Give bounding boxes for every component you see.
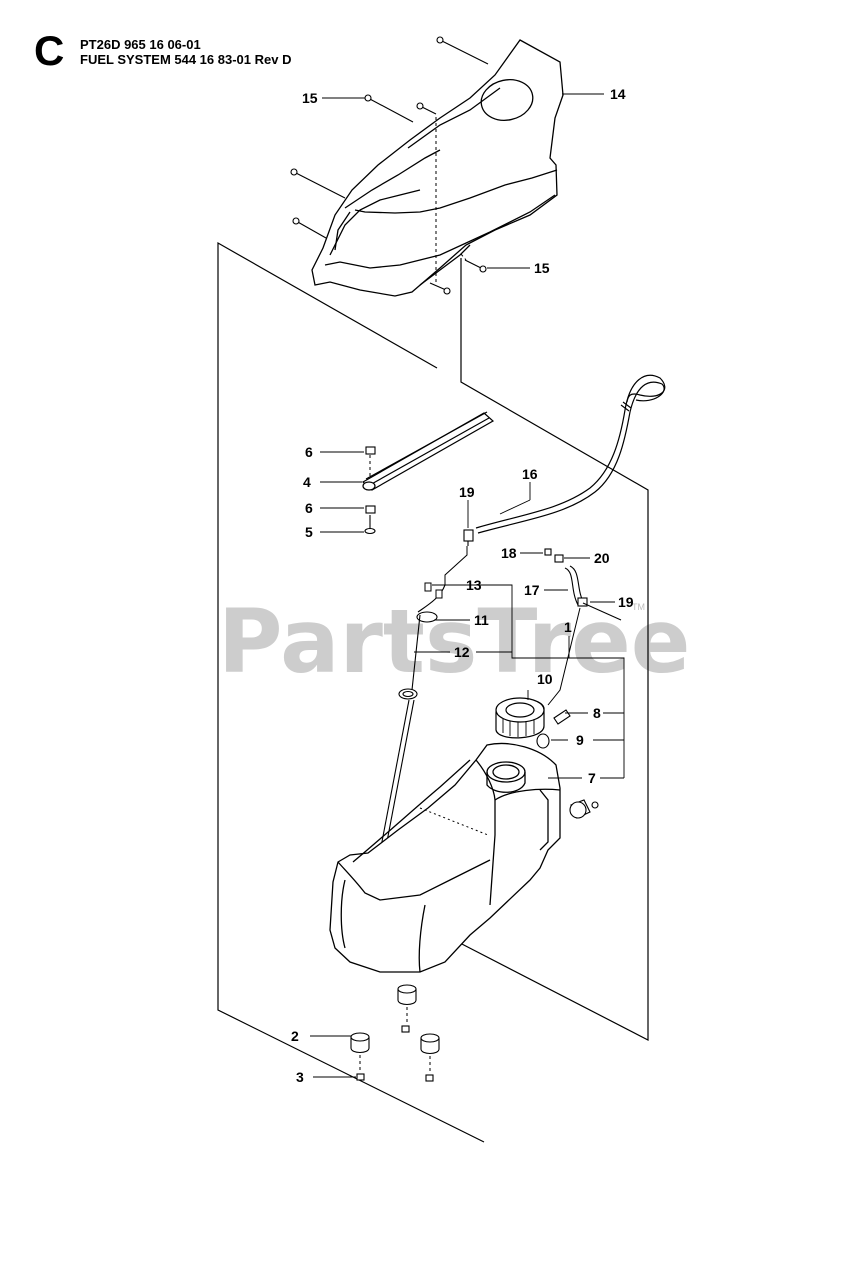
explosion-plane xyxy=(217,241,649,1143)
callout-3: 3 xyxy=(296,1069,304,1085)
leader-lines xyxy=(310,93,625,1078)
callout-11: 11 xyxy=(474,612,489,628)
tank-side-bumper xyxy=(569,799,599,819)
callout-4: 4 xyxy=(303,474,311,490)
model-number: PT26D 965 16 06-01 xyxy=(80,37,201,52)
tank-hidden-edge xyxy=(419,807,489,836)
callout-14: 14 xyxy=(610,86,626,102)
callout-18: 18 xyxy=(501,545,517,561)
main-fuel-tank xyxy=(329,742,561,973)
callout-10: 10 xyxy=(537,671,553,687)
clamp-19a xyxy=(463,529,474,546)
callout-6: 6 xyxy=(305,444,313,460)
callout-labels: 15 14 15 6 4 6 5 19 16 18 20 13 17 19 11… xyxy=(291,86,634,1085)
callout-15: 15 xyxy=(302,90,318,106)
callout-9: 9 xyxy=(576,732,584,748)
pickup-leader-frame xyxy=(444,546,622,706)
callout-7: 7 xyxy=(588,770,596,786)
watermark-tm: TM xyxy=(632,602,645,612)
callout-20: 20 xyxy=(594,550,610,566)
small-fittings xyxy=(544,548,588,607)
pickup-top-fittings xyxy=(424,582,443,599)
rubber-feet xyxy=(350,984,440,1082)
fuel-cap xyxy=(495,697,545,739)
feet-dashed-guides xyxy=(359,1007,431,1074)
cover-screws xyxy=(290,36,489,295)
callout-6: 6 xyxy=(305,500,313,516)
assembly-title: FUEL SYSTEM 544 16 83-01 Rev D xyxy=(80,52,292,67)
rail-nuts-screw xyxy=(364,446,376,535)
fuel-hose xyxy=(475,374,666,534)
tank-cover xyxy=(311,39,564,297)
callout-16: 16 xyxy=(522,466,538,482)
callout-5: 5 xyxy=(305,524,313,540)
valve-and-grommet xyxy=(536,709,571,749)
cover-dashed-guides xyxy=(435,117,467,282)
callout-17: 17 xyxy=(524,582,540,598)
callout-8: 8 xyxy=(593,705,601,721)
bracket-rail xyxy=(361,411,495,491)
callout-13: 13 xyxy=(466,577,482,593)
watermark-text: PartsTree xyxy=(218,590,690,693)
callout-12: 12 xyxy=(454,644,470,660)
section-letter: C xyxy=(34,27,65,74)
callout-19: 19 xyxy=(459,484,475,500)
callout-19: 19 xyxy=(618,594,634,610)
callout-15: 15 xyxy=(534,260,550,276)
pickup-tube xyxy=(379,584,446,853)
callout-2: 2 xyxy=(291,1028,299,1044)
hose-clip-end xyxy=(620,401,632,412)
callout-1: 1 xyxy=(564,619,572,635)
